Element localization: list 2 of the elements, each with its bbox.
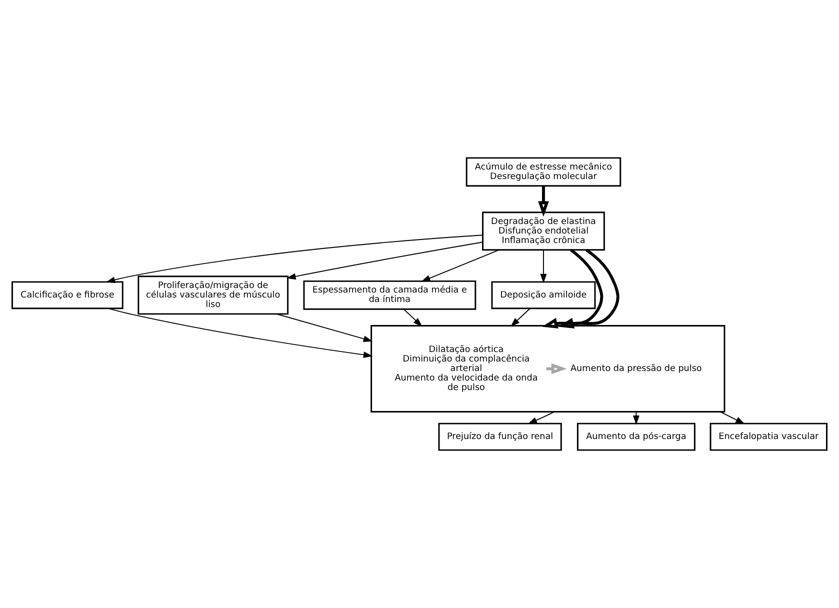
node-text: Dilatação aórtica Diminuição da complacência arterial Aumento da velocidade da onda de pulso <box>394 344 538 394</box>
node-text: Aumento da pressão de pulso <box>570 364 702 374</box>
